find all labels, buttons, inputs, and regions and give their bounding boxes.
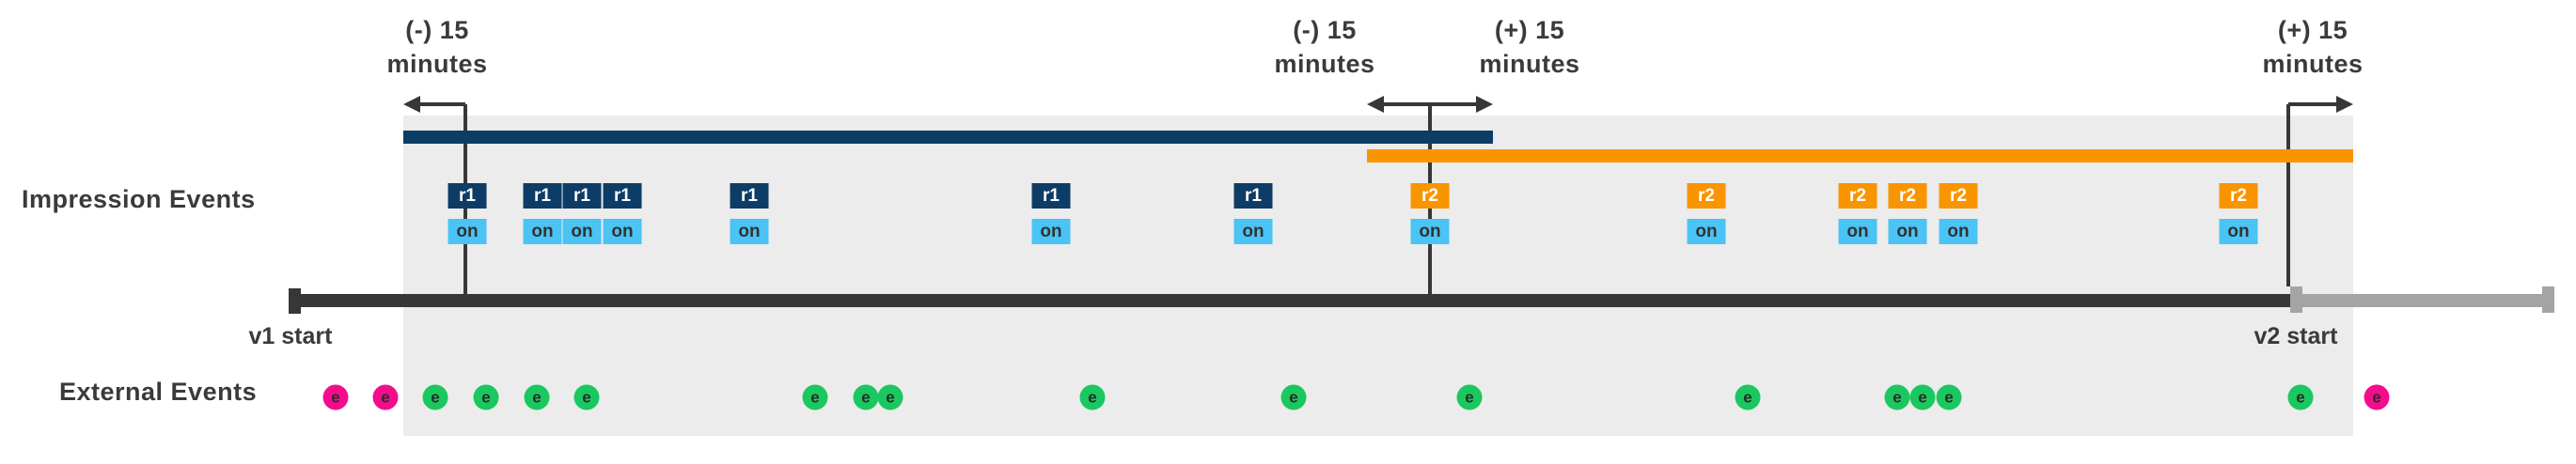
offset-annotation-line1: (-) 15 [1293,16,1357,44]
offset-annotation-line2: minutes [1274,50,1375,78]
on-state-badge: on [1939,219,1978,244]
v1-start-label: v1 start [248,323,333,349]
external-event-dot: e [2287,384,2314,410]
external-event-dot: e [1909,384,1936,410]
v2-start-label: v2 start [2254,323,2338,349]
timeline-v1-segment [291,294,2290,307]
r2-impression-badge: r2 [1687,183,1726,209]
offset-annotation-label: (+) 15 minutes [2262,13,2363,81]
r1-impression-badge: r1 [603,183,642,209]
on-state-badge: on [730,219,769,244]
v1-recording-bar [403,131,1493,144]
offset-annotation-label: (+) 15 minutes [1479,13,1579,81]
on-state-badge: on [1410,219,1450,244]
r2-impression-badge: r2 [2219,183,2258,209]
external-event-dot: e [1079,384,1106,410]
external-event-dot: e [473,384,499,410]
offset-annotation-label: (-) 15 minutes [386,13,487,81]
v2-recording-bar [1367,149,2353,162]
timeline-end-tick [2542,286,2554,313]
offset-arrow-line [417,102,465,106]
on-state-badge: on [523,219,562,244]
r1-impression-badge: r1 [730,183,769,209]
external-event-dot: e [372,384,399,410]
external-event-dot: e [573,384,600,410]
v1-start-tick [289,288,301,314]
external-event-dot: e [322,384,349,410]
offset-annotation-line2: minutes [386,50,488,78]
timeline-v2-segment [2290,294,2542,307]
offset-arrow-line [1381,102,1479,106]
r1-impression-badge: r1 [523,183,562,209]
on-state-badge: on [1031,219,1071,244]
on-state-badge: on [562,219,602,244]
offset-annotation-line1: (+) 15 [2277,16,2348,44]
experiment-window-panel [403,116,2353,436]
v2-start-tick [2290,286,2302,313]
offset-arrow-line [2288,102,2339,106]
offset-annotation-line1: (+) 15 [1494,16,1565,44]
on-state-badge: on [1838,219,1877,244]
offset-annotation-line1: (-) 15 [405,16,469,44]
on-state-badge: on [2219,219,2258,244]
external-event-dot: e [422,384,448,410]
external-event-dot: e [877,384,903,410]
arrow-head-left-icon [1367,96,1384,113]
on-state-badge: on [1233,219,1273,244]
external-event-dot: e [802,384,828,410]
r1-impression-badge: r1 [1233,183,1273,209]
external-event-dot: e [1280,384,1307,410]
r1-impression-badge: r1 [448,183,487,209]
r2-impression-badge: r2 [1838,183,1877,209]
offset-annotation-line2: minutes [1479,50,1580,78]
arrow-head-left-icon [403,96,420,113]
external-event-dot: e [524,384,550,410]
r1-impression-badge: r1 [1031,183,1071,209]
on-state-badge: on [603,219,642,244]
external-event-dot: e [1936,384,1962,410]
r2-impression-badge: r2 [1939,183,1978,209]
r1-impression-badge: r1 [562,183,602,209]
r2-impression-badge: r2 [1888,183,1927,209]
on-state-badge: on [1888,219,1927,244]
external-events-row-label: External Events [59,378,258,406]
arrow-head-right-icon [1476,96,1493,113]
external-event-dot: e [1884,384,1910,410]
external-event-dot: e [853,384,879,410]
r2-impression-badge: r2 [1410,183,1450,209]
offset-annotation-label: (-) 15 minutes [1274,13,1374,81]
offset-annotation-line2: minutes [2262,50,2364,78]
on-state-badge: on [448,219,487,244]
connector-line [2286,104,2290,286]
external-event-dot: e [1735,384,1761,410]
impression-events-row-label: Impression Events [22,185,256,213]
on-state-badge: on [1687,219,1726,244]
arrow-head-right-icon [2336,96,2353,113]
external-event-dot: e [2364,384,2390,410]
external-event-dot: e [1456,384,1483,410]
